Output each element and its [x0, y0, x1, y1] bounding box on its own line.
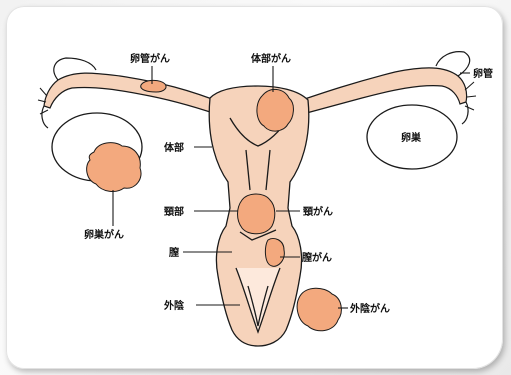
label-uterine-body-cancer: 体部がん — [251, 52, 291, 65]
label-cervical-cancer: 頸がん — [303, 205, 333, 218]
tumor-uterine-body — [257, 89, 294, 131]
label-ovarian-cancer: 卵巣がん — [84, 228, 124, 241]
label-vulvar-cancer: 外陰がん — [349, 302, 390, 315]
tumor-vagina — [265, 238, 284, 266]
left-fallopian-tube — [38, 58, 228, 128]
label-vaginal-cancer: 膣がん — [302, 251, 332, 264]
tumor-fallopian — [141, 80, 166, 92]
label-uterine-body: 体部 — [164, 141, 184, 154]
label-fallopian-tube: 卵管 — [473, 67, 493, 80]
tumor-vulva — [297, 288, 341, 331]
label-ovary: 卵巣 — [401, 131, 422, 144]
label-vagina: 膣 — [169, 246, 179, 259]
label-fallopian-cancer: 卵管がん — [130, 52, 170, 65]
tumor-ovary — [87, 143, 141, 192]
label-cervix: 頸部 — [164, 205, 184, 218]
label-vulva: 外陰 — [163, 299, 185, 312]
tumor-cervix — [238, 194, 275, 234]
